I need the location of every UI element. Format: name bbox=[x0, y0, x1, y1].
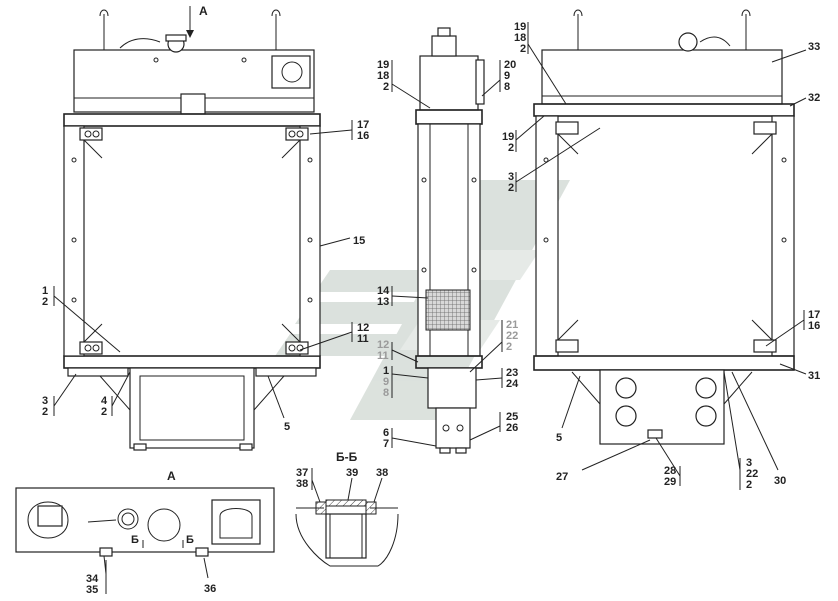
callout-5: 5 bbox=[284, 421, 290, 433]
callout-3: 3 bbox=[42, 395, 48, 407]
callout-16b: 16 bbox=[808, 320, 820, 332]
callout-21: 21 bbox=[506, 319, 518, 331]
callout-2d: 2 bbox=[383, 81, 389, 93]
section-b-b: Б-Б bbox=[295, 450, 399, 567]
callout-26: 26 bbox=[506, 422, 518, 434]
callout-2b: 2 bbox=[42, 406, 48, 418]
callout-30: 30 bbox=[774, 475, 786, 487]
callout-2c: 2 bbox=[101, 406, 107, 418]
callout-2i: 2 bbox=[746, 479, 752, 491]
side-view bbox=[415, 27, 485, 454]
callout-28: 28 bbox=[664, 465, 676, 477]
callout-34: 34 bbox=[86, 573, 99, 585]
callout-17: 17 bbox=[357, 119, 369, 131]
callout-6: 6 bbox=[383, 427, 389, 439]
callout-4: 4 bbox=[101, 395, 108, 407]
callout-29: 29 bbox=[664, 476, 676, 488]
callout-36: 36 bbox=[204, 583, 216, 595]
callout-35: 35 bbox=[86, 584, 98, 596]
callout-25: 25 bbox=[506, 411, 518, 423]
front-callouts: 17 16 15 1 2 12 11 3 2 4 2 5 bbox=[42, 119, 369, 433]
rear-view bbox=[533, 9, 795, 445]
front-view: А bbox=[63, 4, 321, 451]
callout-5b: 5 bbox=[556, 432, 562, 444]
side-callouts: 19 18 2 20 9 8 14 13 21 22 2 12 11 1 9 8… bbox=[377, 59, 519, 450]
callout-2e: 2 bbox=[506, 341, 512, 353]
callout-12b: 12 bbox=[377, 339, 389, 351]
callout-13: 13 bbox=[377, 296, 389, 308]
view-a-detail: А Б Б bbox=[15, 469, 275, 557]
callout-37: 37 bbox=[296, 467, 308, 479]
callout-2: 2 bbox=[42, 296, 48, 308]
callout-18: 18 bbox=[377, 70, 389, 82]
callout-2f: 2 bbox=[520, 43, 526, 55]
callout-22b: 22 bbox=[746, 468, 758, 480]
callout-11b: 11 bbox=[377, 350, 389, 362]
callout-19c: 19 bbox=[502, 131, 514, 143]
section-callouts: 37 38 39 38 bbox=[296, 467, 388, 503]
callout-2g: 2 bbox=[508, 142, 514, 154]
callout-19b: 19 bbox=[514, 21, 526, 33]
callout-1: 1 bbox=[42, 285, 48, 297]
callout-7: 7 bbox=[383, 438, 389, 450]
callout-31: 31 bbox=[808, 370, 820, 382]
callout-38b: 38 bbox=[376, 467, 388, 479]
callout-33: 33 bbox=[808, 41, 820, 53]
callout-17b: 17 bbox=[808, 309, 820, 321]
callout-14: 14 bbox=[377, 285, 390, 297]
rear-callouts: 19 18 2 33 32 19 2 3 2 17 16 31 5 27 28 … bbox=[502, 21, 820, 491]
callout-9b: 9 bbox=[383, 376, 389, 388]
section-title: Б-Б bbox=[336, 450, 358, 464]
arrow-a-label: А bbox=[199, 4, 208, 18]
callout-23: 23 bbox=[506, 367, 518, 379]
callout-38: 38 bbox=[296, 478, 308, 490]
callout-8: 8 bbox=[504, 81, 510, 93]
callout-15: 15 bbox=[353, 235, 365, 247]
callout-16: 16 bbox=[357, 130, 369, 142]
callout-19: 19 bbox=[377, 59, 389, 71]
detail-callouts: 34 35 36 bbox=[86, 555, 216, 596]
callout-20: 20 bbox=[504, 59, 516, 71]
callout-11: 11 bbox=[357, 333, 369, 345]
callout-22: 22 bbox=[506, 330, 518, 342]
callout-27: 27 bbox=[556, 471, 568, 483]
callout-3b: 3 bbox=[508, 171, 514, 183]
callout-3c: 3 bbox=[746, 457, 752, 469]
callout-9: 9 bbox=[504, 70, 510, 82]
callout-39: 39 bbox=[346, 467, 358, 479]
callout-24: 24 bbox=[506, 378, 519, 390]
callout-2h: 2 bbox=[508, 182, 514, 194]
section-mark-b-right: Б bbox=[186, 534, 194, 546]
callout-1b: 1 bbox=[383, 365, 389, 377]
callout-18b: 18 bbox=[514, 32, 526, 44]
view-a-title: А bbox=[167, 469, 176, 483]
callout-32: 32 bbox=[808, 92, 820, 104]
callout-8b: 8 bbox=[383, 387, 389, 399]
section-mark-b-left: Б bbox=[131, 534, 139, 546]
callout-12: 12 bbox=[357, 322, 369, 334]
